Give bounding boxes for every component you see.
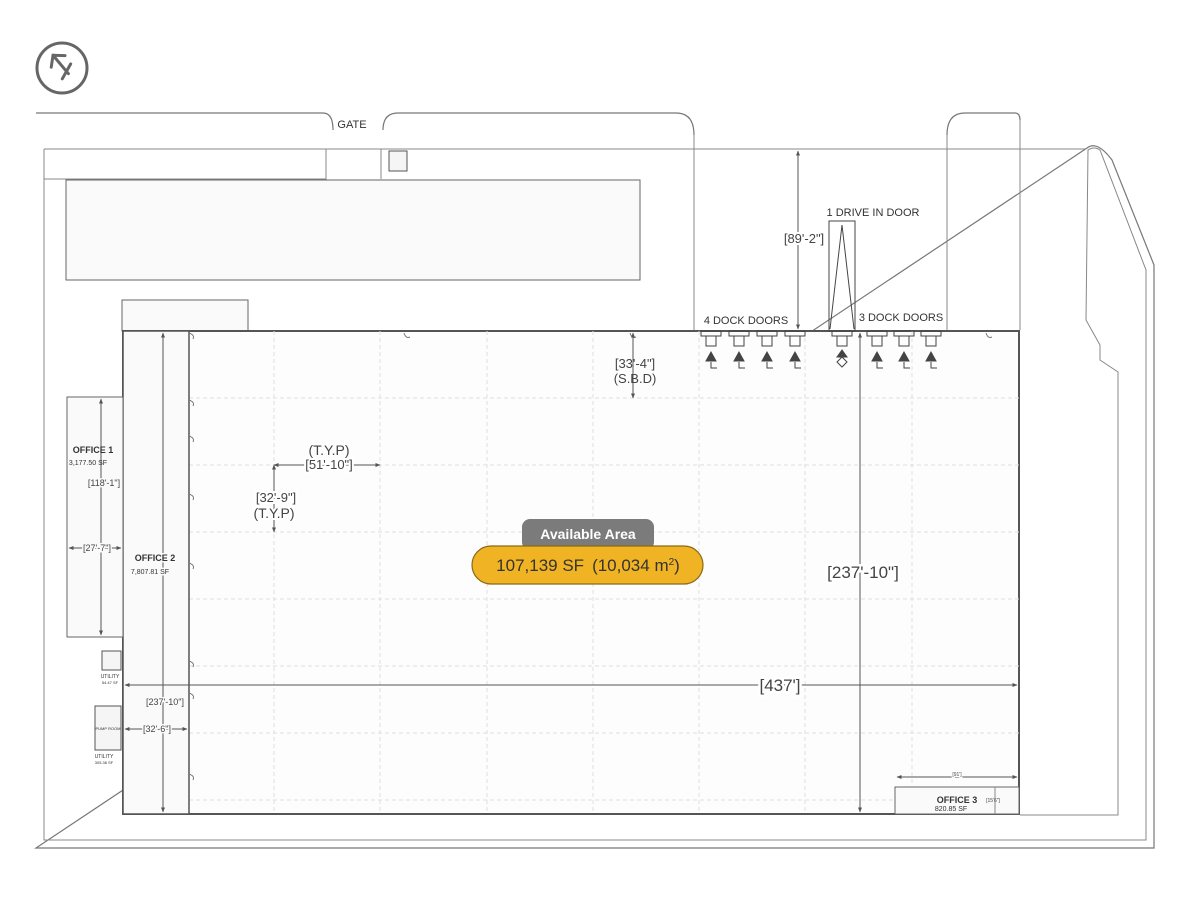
utility-room-1 [101, 650, 122, 671]
office-2-name: OFFICE 2 [135, 553, 176, 563]
office-1-name: OFFICE 1 [73, 445, 114, 455]
office-1-height-label: [118'-1"] [88, 478, 120, 488]
trailer-parking [121, 299, 249, 332]
office-1-area-label: 3,177.50 SF [69, 460, 107, 467]
drive-in-door [828, 220, 856, 368]
drive-in-door-label: 1 DRIVE IN DOOR [827, 207, 920, 219]
office-2-width-label: [32'-6"] [143, 724, 171, 734]
utility-1-name: UTILITY [101, 674, 120, 680]
dock-doors-4-label: 4 DOCK DOORS [704, 315, 788, 327]
clear-height-note: (S.B.D) [614, 371, 657, 386]
north-arrow-icon [35, 41, 89, 95]
utility-1-area: 54.47 SF [102, 680, 119, 685]
office-3-width-label: [91'] [952, 772, 962, 778]
gate-label: GATE [337, 119, 366, 131]
paving-line [43, 147, 1147, 841]
office-2-depth-label: [237'-10"] [146, 697, 184, 707]
building-depth-label: [237'-10"] [827, 563, 899, 582]
utility-2-name: UTILITY [95, 754, 114, 760]
office-3-area-label: 820.85 SF [935, 806, 967, 813]
badge-area-bg [471, 545, 704, 585]
column-grid [189, 331, 1019, 814]
office-3-name: OFFICE 3 [937, 795, 978, 805]
parking-area [65, 179, 641, 281]
badge-title: Available Area [540, 526, 636, 542]
utility-room-2 [94, 705, 122, 751]
dock-doors-3-label: 3 DOCK DOORS [859, 312, 943, 324]
bay-width-typ: (T.Y.P) [309, 442, 350, 458]
bay-width-label: [51'-10"] [305, 457, 353, 472]
dock-doors-west [700, 330, 806, 369]
office-1-area [66, 396, 124, 638]
dock-doors-east [866, 330, 942, 369]
office-3-area [894, 786, 1020, 815]
clear-height-label: [33'-4"] [615, 356, 655, 371]
truck-court-depth-label: [89'-2"] [784, 231, 824, 246]
utility-2-area: 305.36 SF [95, 760, 114, 765]
badge-title-bg [522, 519, 654, 550]
office-3-depth-label: [15'6"] [986, 798, 1000, 804]
office-2-area-label: 7,807.81 SF [131, 569, 169, 576]
site-boundary [34, 112, 1155, 849]
dimension-lines [68, 150, 1018, 813]
building-width-label: [437'] [759, 676, 800, 695]
badge-area-text: 107,139 SF(10,034 m2) [496, 556, 680, 575]
available-area-badge: Available Area 107,139 SF(10,034 m2) [471, 519, 704, 585]
pump-room-label: PUMP ROOM [95, 726, 120, 731]
bay-depth-typ: (T.Y.P) [254, 505, 295, 521]
truck-court-lines [44, 120, 1021, 330]
bay-depth-label: [32'-9"] [256, 490, 296, 505]
door-swings [188, 332, 993, 781]
office-1-width-label: [27'-7"] [83, 543, 111, 553]
guard-booth [388, 150, 408, 172]
